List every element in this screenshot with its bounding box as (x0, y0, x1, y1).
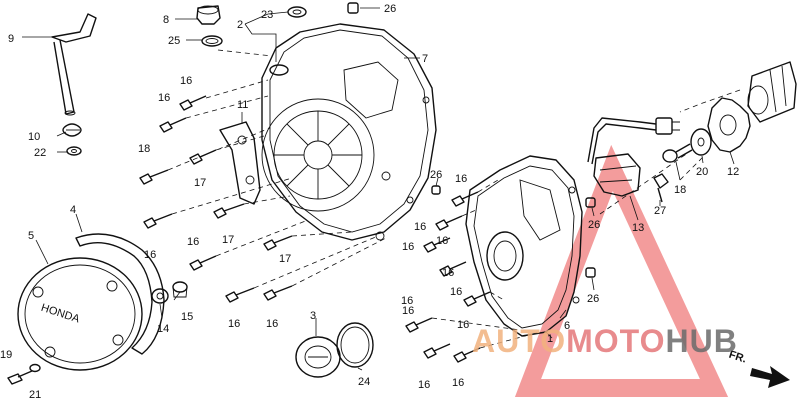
callout-2: 2 (237, 19, 243, 31)
part-collar-15 (172, 281, 188, 298)
callout-16: 16 (266, 318, 278, 330)
callout-18: 18 (138, 143, 150, 155)
part-bolt-27 (653, 173, 669, 203)
front-direction-marker: FR. (727, 349, 790, 388)
callout-26: 26 (588, 219, 600, 231)
callout-16: 16 (402, 241, 414, 253)
callout-labels: 9 8 2 23 26 25 7 16 16 11 10 22 18 17 26… (0, 3, 739, 401)
callout-26: 26 (430, 169, 442, 181)
callout-24: 24 (358, 376, 370, 388)
front-direction-label: FR. (727, 349, 748, 366)
callout-13: 13 (632, 222, 644, 234)
callout-16: 16 (442, 267, 454, 279)
callout-26: 26 (587, 293, 599, 305)
callout-1: 1 (547, 333, 553, 345)
callout-16: 16 (455, 173, 467, 185)
callout-16: 16 (144, 249, 156, 261)
part-shift-shaft (51, 13, 97, 116)
part-clutch-cover (261, 23, 437, 241)
callout-15: 15 (181, 311, 193, 323)
part-right-cover (465, 155, 583, 337)
callout-16: 16 (402, 305, 414, 317)
part-oil-filler-cap (196, 5, 221, 25)
part-rotor-20 (690, 128, 712, 156)
cover-emblem: HONDA (39, 302, 81, 326)
front-arrow-icon (750, 366, 790, 388)
callout-16: 16 (158, 92, 170, 104)
part-grommet-14 (151, 288, 169, 304)
part-gasket-11 (219, 121, 261, 205)
callout-5: 5 (28, 230, 34, 242)
callout-17: 17 (222, 234, 234, 246)
callout-12: 12 (727, 166, 739, 178)
callout-11: 11 (237, 99, 248, 111)
callout-17: 17 (279, 253, 291, 265)
watermark-auto: AUTOMOTOHUB (472, 323, 738, 359)
callout-19: 19 (0, 349, 12, 361)
callout-3: 3 (310, 310, 316, 322)
callout-16: 16 (180, 75, 192, 87)
callout-16: 16 (436, 235, 448, 247)
part-gear-12 (707, 97, 751, 153)
callout-21: 21 (29, 389, 41, 401)
callout-18: 18 (674, 184, 686, 196)
callout-9: 9 (8, 33, 14, 45)
callout-14: 14 (157, 323, 169, 335)
callout-16: 16 (414, 221, 426, 233)
part-spring (62, 123, 82, 137)
callout-4: 4 (70, 204, 76, 216)
callout-17: 17 (194, 177, 206, 189)
callout-27: 27 (654, 205, 666, 217)
callout-22: 22 (34, 147, 46, 159)
callout-16: 16 (418, 379, 430, 391)
callout-26: 26 (384, 3, 396, 15)
callout-8: 8 (163, 14, 169, 26)
part-bolt-19 (7, 370, 33, 385)
callout-16: 16 (401, 295, 413, 307)
leader-lines (22, 7, 735, 371)
callout-7: 7 (422, 53, 428, 65)
part-o-ring-24 (336, 322, 374, 368)
part-o-ring-25 (201, 35, 223, 47)
watermark-triangle (514, 144, 729, 397)
callout-25: 25 (168, 35, 180, 47)
callout-16: 16 (187, 236, 199, 248)
part-crankshaft-end (679, 61, 797, 123)
part-dowel-26-top (347, 2, 359, 14)
callout-16: 16 (450, 286, 462, 298)
part-cap-3 (295, 336, 341, 378)
part-gasket-4 (75, 233, 165, 355)
callout-16: 16 (228, 318, 240, 330)
part-cover-5: HONDA (17, 257, 143, 371)
part-washer-21 (29, 363, 41, 373)
watermark-text: AUTOMOTOHUB (472, 323, 738, 359)
part-pulse-generator (587, 117, 680, 197)
callout-10: 10 (28, 131, 40, 143)
callout-20: 20 (696, 166, 708, 178)
callout-23: 23 (261, 9, 273, 21)
part-plug-23 (287, 6, 307, 18)
callout-16: 16 (452, 377, 464, 389)
part-washer (66, 146, 82, 156)
part-bolt-18-right (662, 143, 693, 163)
callout-6: 6 (564, 320, 570, 332)
callout-16: 16 (457, 319, 469, 331)
